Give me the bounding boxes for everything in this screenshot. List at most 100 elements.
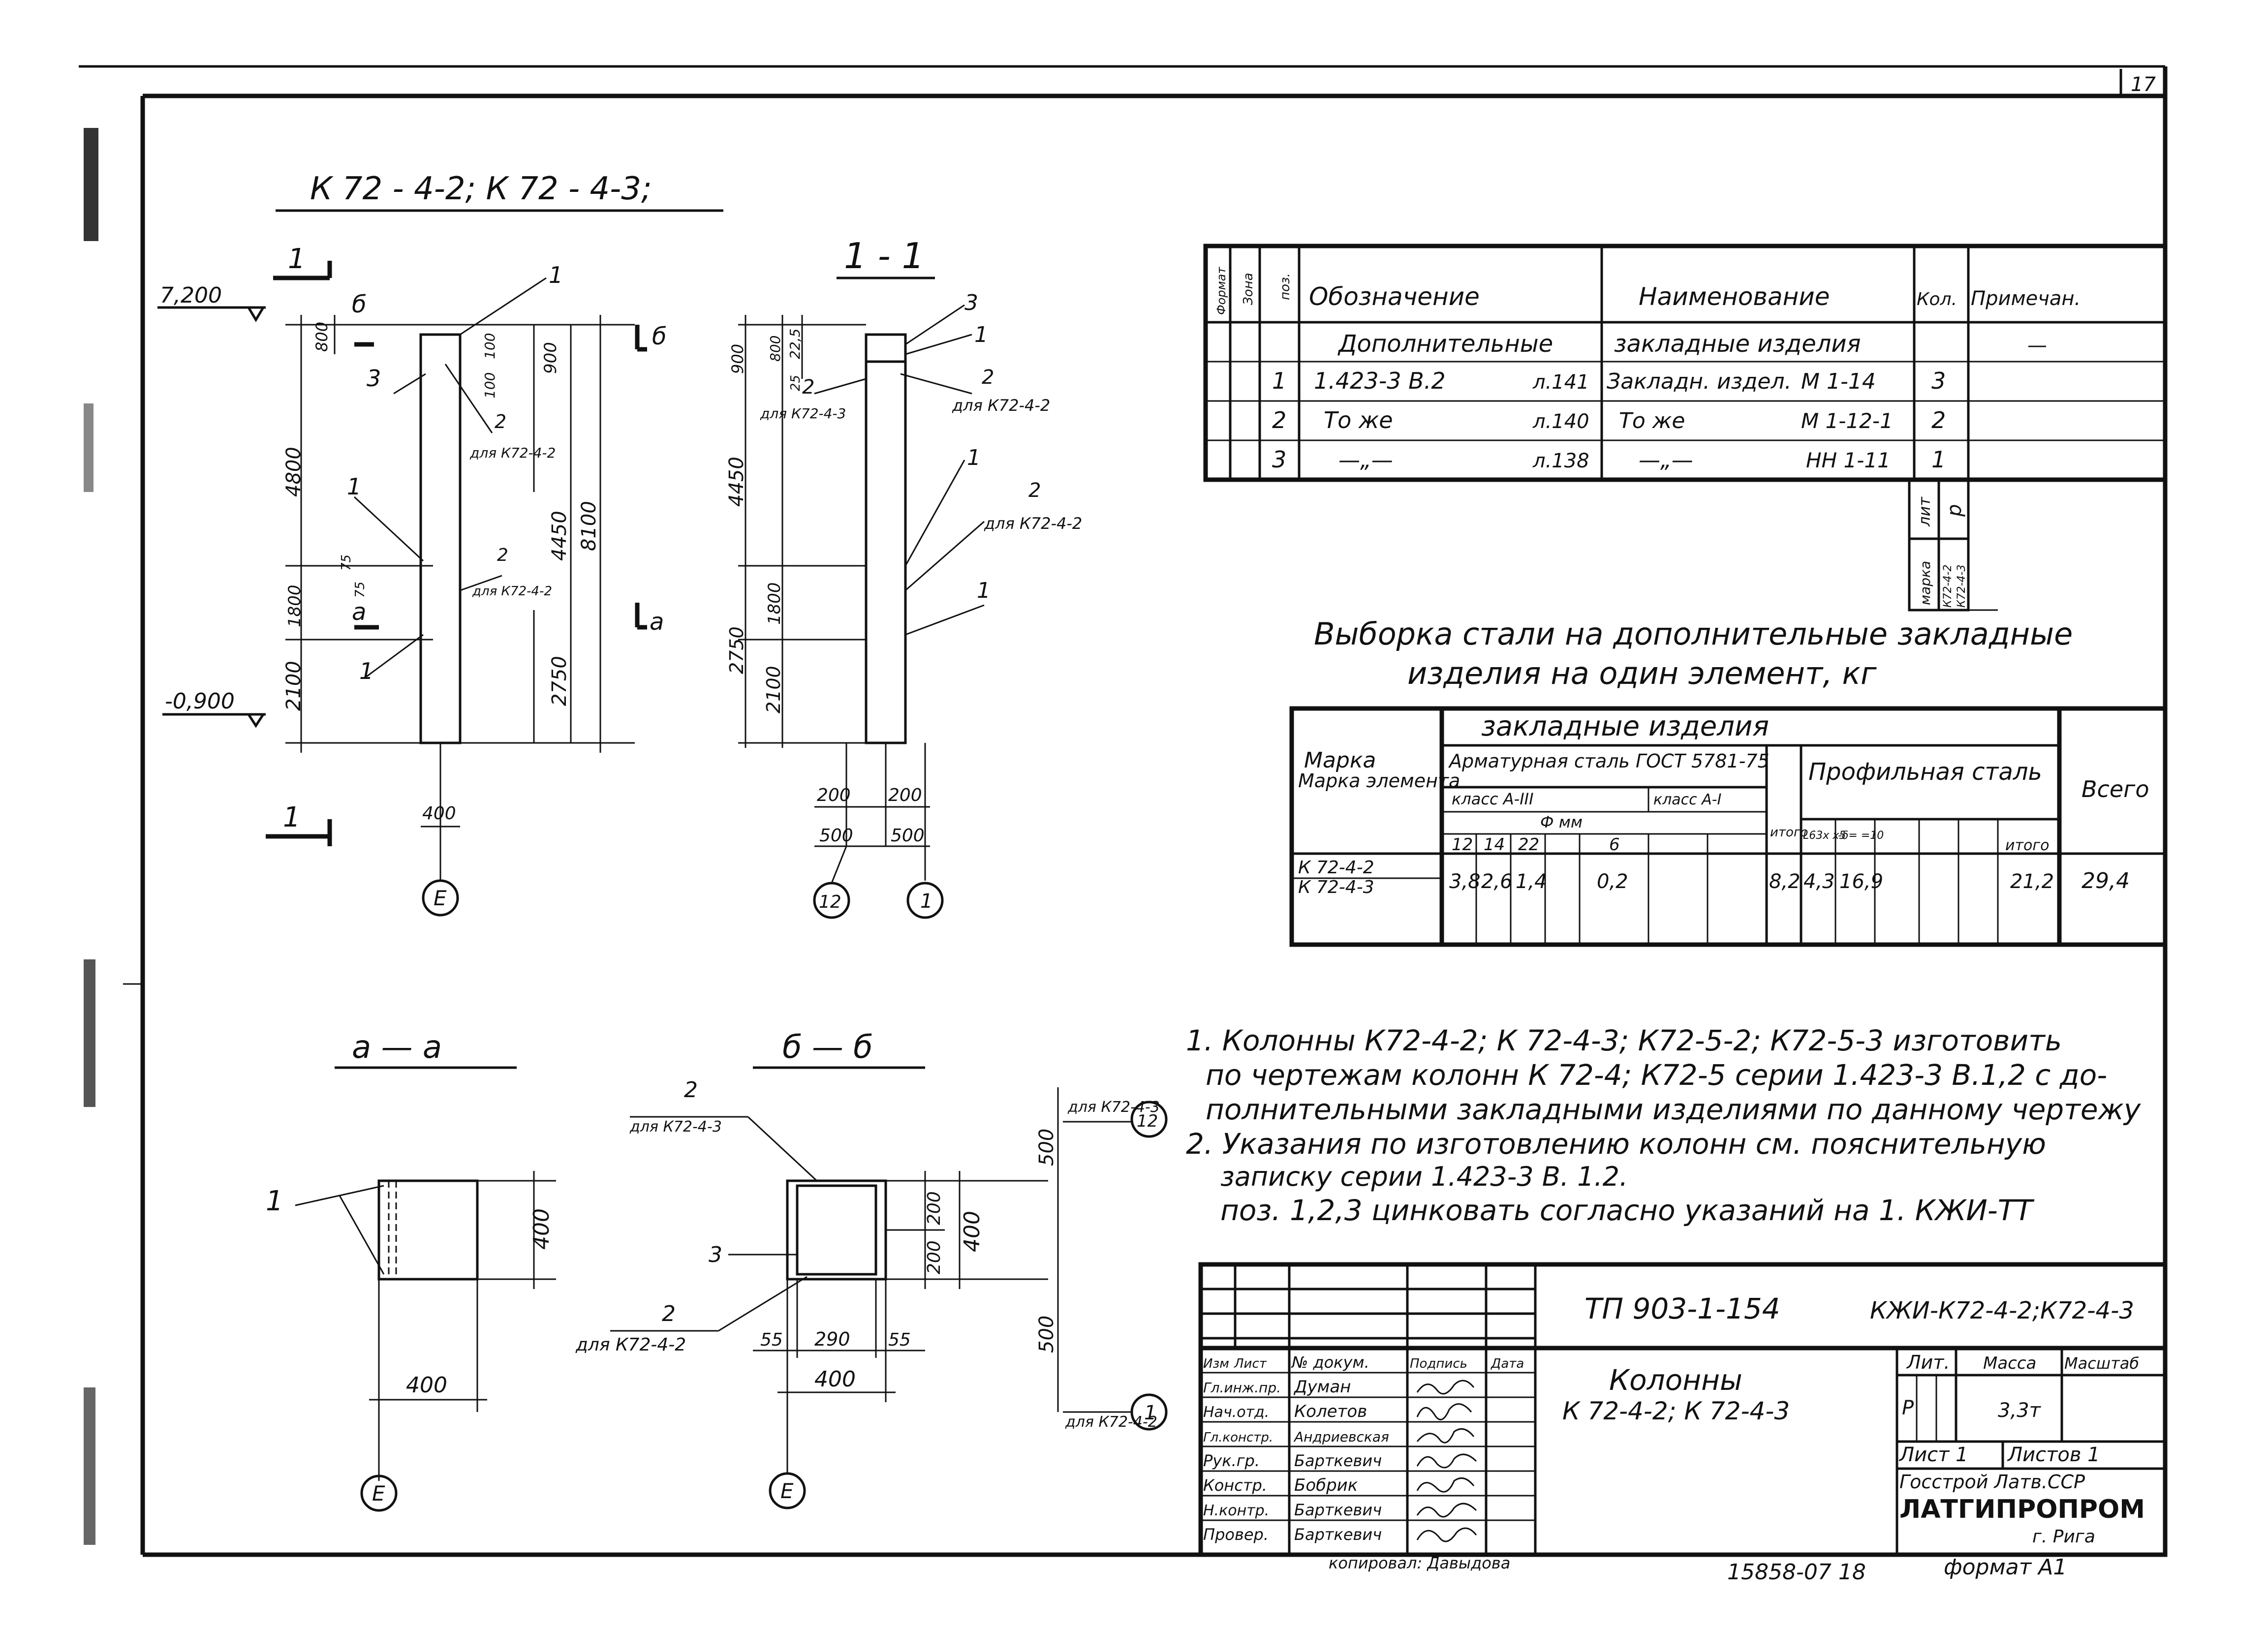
section-a-dim-400-w: 400 [406, 1373, 447, 1398]
note-line-2: по чертежам колонн К 72-4; К72-5 серии 1… [1206, 1058, 2107, 1092]
leader-3-front: 3 [367, 365, 381, 392]
signature-1 [1416, 1380, 1475, 1395]
tb-h-date: Дата [1491, 1356, 1524, 1371]
spec-row1-sheet: л.141 [1532, 371, 1589, 394]
side-dim-25: 25 [788, 375, 803, 391]
side-dim-500-a: 500 [819, 826, 853, 846]
section-b-dim-400-h: 400 [960, 1211, 985, 1252]
axis-1-side: 1 [920, 890, 932, 913]
side-dim-2750: 2750 [726, 626, 747, 674]
steel-header-itogo-rebar: итого [1770, 825, 1808, 840]
signature-3 [1416, 1428, 1475, 1444]
tb-name-5: Бобрик [1294, 1475, 1358, 1495]
spec-header-pos: поз. [1278, 273, 1293, 300]
section-b-b: б — б 200 200 400 500 500 55 290 55 400 … [575, 1029, 1168, 1509]
side-leader-2-mid: 2 [1028, 479, 1041, 502]
spec-row1-name: Закладн. издел. [1607, 369, 1792, 394]
spec-row2-code: М 1-12-1 [1801, 409, 1893, 433]
signature-4 [1416, 1453, 1477, 1469]
leader-2-front-top-for: для К72-4-2 [469, 445, 556, 461]
tb-mass-value: 3,3т [1998, 1399, 2042, 1422]
tb-copied-by: копировал: Давыдова [1329, 1554, 1510, 1572]
tb-name-3: Андриевская [1293, 1429, 1389, 1445]
cut-mark-1-top: 1 [288, 243, 306, 275]
spec-row1-designation: 1.423-3 В.2 [1314, 368, 1446, 394]
specification-table: Формат Зона поз. Обозначение Наименовани… [1203, 244, 2168, 612]
side-dim-500-b: 500 [891, 826, 925, 846]
steel-diam-6: 6 [1609, 835, 1620, 855]
steel-profile-col-1: L63x x5 [1803, 829, 1846, 842]
side-dim-200-a: 200 [817, 785, 851, 805]
steel-selection-table: Марка Марка элемента закладные изделия А… [1289, 706, 2168, 947]
section-a-a-title: а — а [352, 1029, 442, 1066]
axis-1-section-b: 1 [1144, 1402, 1156, 1424]
section-a-a: а — а 1 400 400 Е [266, 1029, 556, 1512]
dim-75-b: 75 [353, 582, 368, 598]
steel-title-line2: изделия на один элемент, кг [1407, 655, 1877, 691]
sheet-corner-number: 17 [2131, 73, 2156, 96]
steel-header-itogo-profile: итого [2005, 837, 2049, 854]
tb-name-line2: К 72-4-2; К 72-4-3 [1562, 1397, 1790, 1425]
steel-header-mark: Марка элемента [1298, 770, 1460, 792]
steel-row-mark-1: К 72-4-2 [1298, 858, 1374, 878]
cut-mark-1-bottom: 1 [283, 801, 301, 833]
cut-mark-a-right: а [650, 608, 664, 636]
side-leader-2-top-for: для К72-4-2 [952, 396, 1050, 415]
spec-lit-value: р [1943, 504, 1966, 517]
section-b-dim-200-b: 200 [924, 1240, 944, 1274]
drawing-title: К 72 - 4-2; К 72 - 4-3; [276, 171, 723, 212]
steel-diam-22: 22 [1518, 835, 1539, 855]
steel-header-profile: Профильная сталь [1808, 758, 2042, 786]
cut-mark-b-left: б [352, 291, 367, 318]
dim-100-a: 100 [482, 333, 498, 359]
tb-name-6: Барткевич [1294, 1501, 1382, 1519]
dim-4450: 4450 [548, 511, 571, 561]
tb-role-6: Н.контр. [1203, 1502, 1269, 1519]
spec-row2-name: То же [1619, 408, 1685, 433]
spec-mark-value-2: К72-4-3 [1956, 565, 1968, 608]
tb-role-4: Рук.гр. [1203, 1451, 1260, 1470]
leader-1-mid: 1 [347, 473, 361, 500]
dim-2750: 2750 [548, 656, 571, 706]
side-dim-1800: 1800 [765, 582, 784, 625]
note-line-4: 2. Указания по изготовлению колонн см. п… [1186, 1127, 2046, 1161]
signature-6 [1416, 1503, 1477, 1518]
side-dim-900: 900 [728, 344, 747, 374]
side-view: 1 - 1 900 800 22,5 25 4450 1800 2750 210… [725, 235, 1082, 919]
side-dim-4450: 4450 [725, 457, 748, 507]
dim-800: 800 [312, 322, 331, 352]
tb-h-mass: Масса [1983, 1353, 2036, 1373]
steel-val-plate: 16,9 [1839, 870, 1883, 893]
front-leaders: 1 3 2 для К72-4-2 1 2 для К72-4-2 1 [347, 262, 563, 684]
section-b-leader-3: 3 [709, 1242, 722, 1267]
steel-header-class-a1: класс А-I [1653, 791, 1722, 808]
spec-row2-qty: 2 [1931, 407, 1946, 433]
tb-role-1: Гл.инж.пр. [1203, 1380, 1281, 1396]
section-b-dim-55-b: 55 [888, 1330, 911, 1350]
tb-h-sign: Подпись [1410, 1356, 1467, 1371]
side-leader-3: 3 [964, 290, 978, 315]
cut-mark-b-right: б [652, 323, 667, 350]
tb-org-line3: г. Рига [2032, 1527, 2095, 1547]
side-leader-1-top: 1 [974, 322, 988, 347]
section-a-dim-400-h: 400 [529, 1208, 554, 1250]
spec-row1-qty: 3 [1931, 368, 1946, 394]
section-b-b-title: б — б [782, 1029, 873, 1066]
dim-75-a: 75 [339, 554, 354, 571]
tb-lit-value: Р [1902, 1397, 1914, 1419]
leader-2-front-mid: 2 [497, 545, 508, 565]
spec-row2-sheet: л.140 [1532, 410, 1589, 433]
level-bottom: -0,900 [165, 689, 235, 714]
steel-header-rebar: Арматурная сталь ГОСТ 5781-75 [1448, 750, 1770, 772]
section-b-leader-2-top-for: для К72-4-3 [629, 1118, 722, 1136]
notes: 1. Колонны К72-4-2; К 72-4-3; К72-5-2; К… [1186, 1024, 2141, 1227]
steel-header-mark-line1: Марка [1304, 748, 1376, 773]
main-title: К 72 - 4-2; К 72 - 4-3; [310, 171, 652, 207]
tb-role-5: Констр. [1203, 1476, 1267, 1495]
spec-header-zone: Зона [1241, 273, 1256, 305]
section-1-1-title: 1 - 1 [844, 235, 924, 276]
leader-2-front-top: 2 [495, 411, 506, 432]
steel-table-title: Выборка стали на дополнительные закладны… [1314, 616, 2073, 691]
axis-e-front: Е [434, 886, 447, 910]
tb-sheet-label: Лист 1 [1898, 1444, 1968, 1466]
